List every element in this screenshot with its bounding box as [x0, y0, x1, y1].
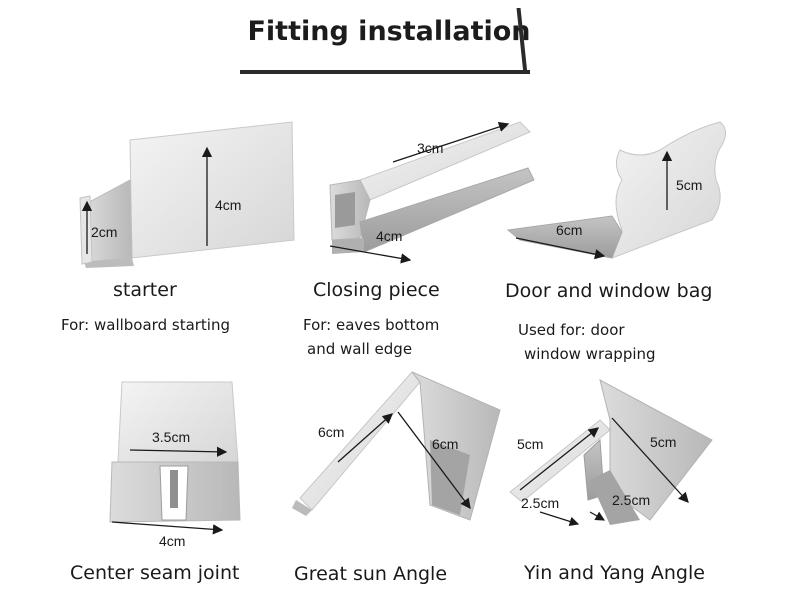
starter-usage-line-1: For: wallboard starting — [61, 316, 231, 334]
center-seam-joint-name: Center seam joint — [70, 562, 240, 584]
great-sun-right-label: 6cm — [432, 436, 459, 452]
yin-yang-angle-profile-icon — [509, 379, 713, 527]
closing-piece-base-label: 4cm — [376, 228, 403, 244]
center-seam-depth-label: 4cm — [159, 533, 186, 549]
starter-profile-icon — [79, 121, 295, 268]
door-window-bag-usage: Used for: door window wrapping — [518, 318, 656, 366]
starter-height-label: 2cm — [91, 224, 118, 240]
door-window-bag-name: Door and window bag — [505, 280, 713, 302]
door-window-bag-width-label: 6cm — [556, 222, 583, 238]
great-sun-left-label: 6cm — [318, 424, 345, 440]
starter-name: starter — [113, 279, 177, 301]
title-underline — [240, 70, 530, 74]
closing-piece-usage-line-1: For: eaves bottom — [303, 316, 440, 334]
door-window-bag-usage-line-1: Used for: door — [518, 321, 625, 339]
closing-piece-usage-line-2: and wall edge — [307, 340, 413, 358]
page-title: Fitting installation — [247, 16, 531, 47]
yin-yang-left-label: 5cm — [517, 436, 544, 452]
center-seam-joint-profile-icon — [109, 381, 241, 535]
starter-depth-label: 4cm — [215, 197, 242, 213]
yin-yang-small-right-label: 2.5cm — [612, 492, 651, 508]
starter-usage: For: wallboard starting — [61, 313, 230, 337]
great-sun-angle-name: Great sun Angle — [294, 563, 448, 585]
yin-yang-right-label: 5cm — [650, 434, 677, 450]
door-window-bag-usage-line-2: window wrapping — [524, 345, 656, 363]
door-window-bag-height-label: 5cm — [676, 177, 703, 193]
closing-piece-profile-icon — [329, 121, 535, 264]
closing-piece-name: Closing piece — [313, 279, 440, 301]
yin-yang-angle-name: Yin and Yang Angle — [524, 562, 705, 584]
door-window-bag-profile-icon — [506, 121, 726, 260]
center-seam-width-label: 3.5cm — [152, 429, 191, 445]
great-sun-angle-profile-icon — [292, 371, 501, 521]
closing-piece-usage: For: eaves bottom and wall edge — [303, 313, 439, 361]
closing-piece-top-label: 3cm — [417, 140, 444, 156]
yin-yang-small-left-label: 2.5cm — [521, 495, 560, 511]
